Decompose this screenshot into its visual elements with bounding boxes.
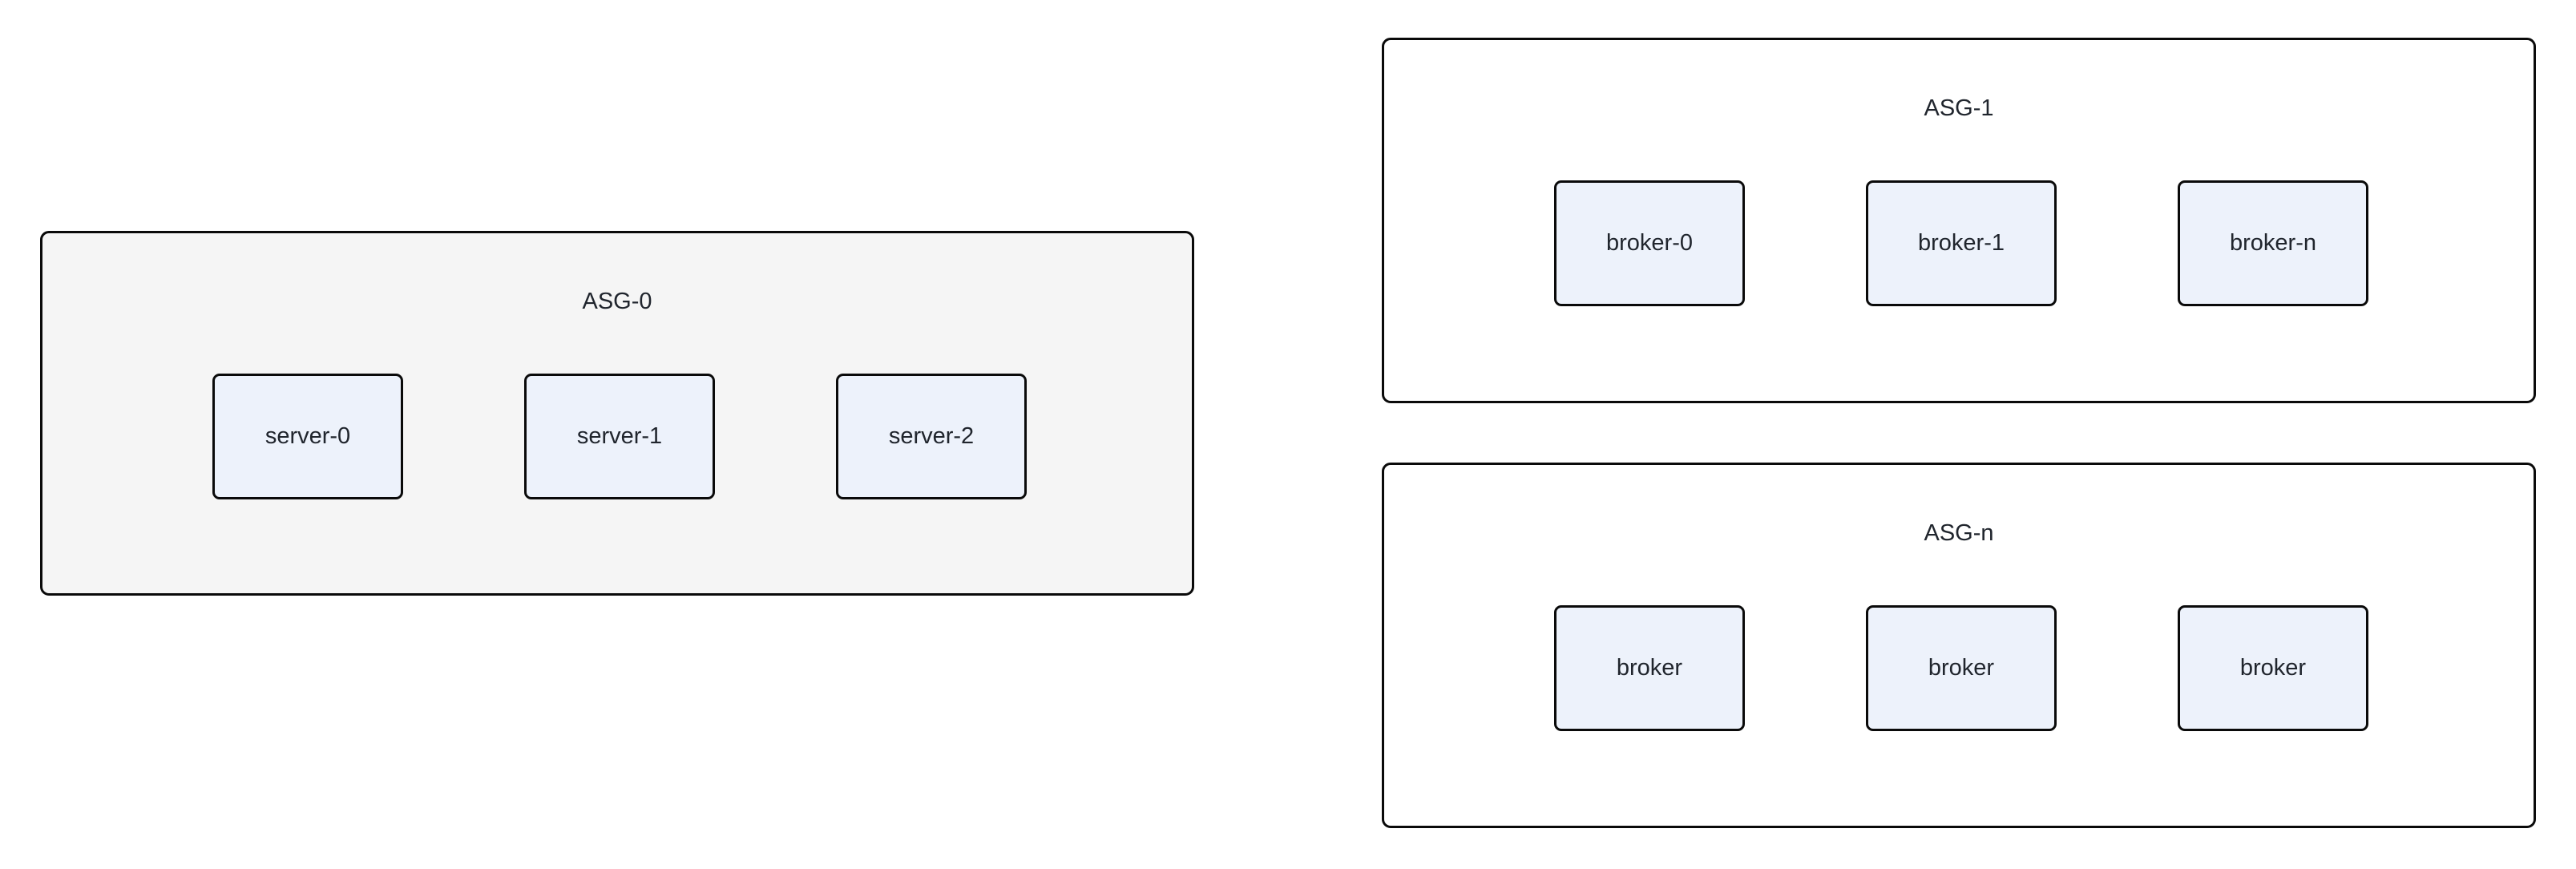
node-broker-n: broker-n <box>2178 180 2368 306</box>
node-server-0: server-0 <box>212 374 403 499</box>
node-broker-a: broker <box>1554 605 1745 731</box>
node-label: broker-1 <box>1918 230 2005 256</box>
node-label: server-1 <box>576 423 663 449</box>
node-broker-b: broker <box>1866 605 2057 731</box>
group-asg-1: ASG-1 broker-0 broker-1 broker-n <box>1382 38 2536 403</box>
group-asg-0: ASG-0 server-0 server-1 server-2 <box>40 231 1194 596</box>
group-asg-1-title: ASG-1 <box>1924 95 1994 121</box>
node-server-1: server-1 <box>524 374 715 499</box>
node-label: broker <box>2239 655 2307 681</box>
group-asg-0-title: ASG-0 <box>582 289 652 314</box>
node-label: broker <box>1616 655 1683 681</box>
node-broker-1: broker-1 <box>1866 180 2057 306</box>
node-label: server-0 <box>264 423 351 449</box>
node-label: broker <box>1928 655 1995 681</box>
node-label: broker-0 <box>1606 230 1693 256</box>
group-asg-n: ASG-n broker broker broker <box>1382 463 2536 828</box>
node-label: broker-n <box>2230 230 2316 256</box>
node-broker-c: broker <box>2178 605 2368 731</box>
node-server-2: server-2 <box>836 374 1027 499</box>
node-broker-0: broker-0 <box>1554 180 1745 306</box>
node-label: server-2 <box>888 423 975 449</box>
group-asg-n-title: ASG-n <box>1924 520 1994 546</box>
